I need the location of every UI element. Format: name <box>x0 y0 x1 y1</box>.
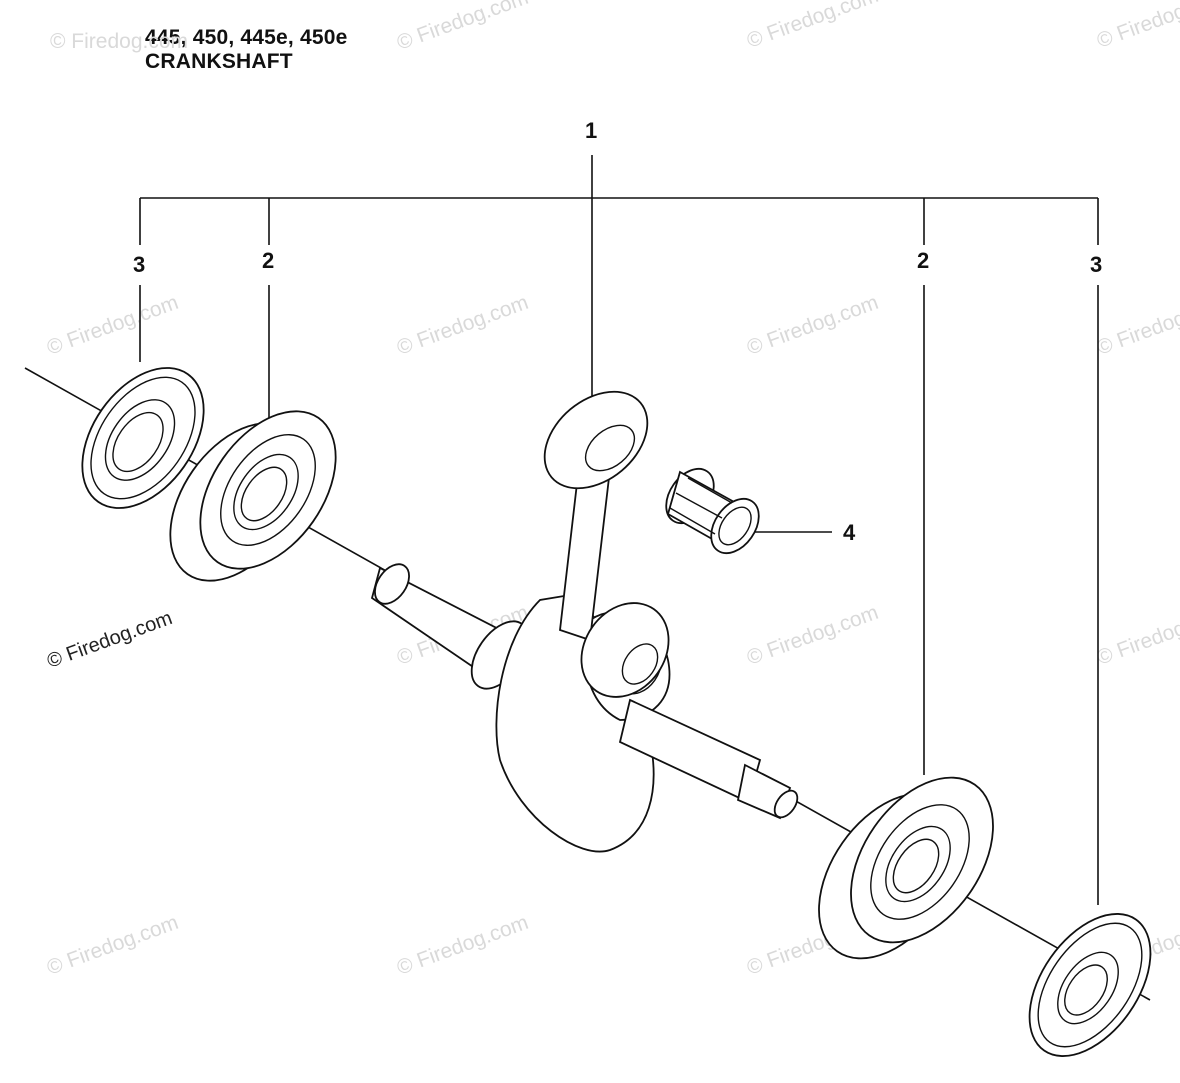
watermark: © Firedog.com <box>744 291 882 360</box>
callout-part-1: 1 <box>585 118 597 143</box>
watermark-dark: © Firedog.com <box>44 607 175 673</box>
watermark: © Firedog.com <box>394 911 532 980</box>
watermark: © Firedog.com <box>1094 601 1180 670</box>
watermark: © Firedog.com <box>394 291 532 360</box>
diagram-title: CRANKSHAFT <box>145 50 293 73</box>
oil-seal-right <box>1028 913 1152 1057</box>
callout-part-2-right: 2 <box>917 248 929 273</box>
connecting-rod <box>543 390 670 698</box>
watermark: © Firedog.com <box>50 30 188 53</box>
callout-part-2-left: 2 <box>262 248 274 273</box>
callout-labels: 1 3 2 2 3 4 <box>133 118 1102 545</box>
needle-bearing <box>665 467 760 555</box>
watermark: © Firedog.com <box>744 0 882 53</box>
watermark: © Firedog.com <box>394 0 532 55</box>
watermark: © Firedog.com <box>1094 0 1180 53</box>
leader-lines <box>139 155 1099 905</box>
watermark: © Firedog.com <box>44 911 182 980</box>
watermark: © Firedog.com <box>744 601 882 670</box>
callout-part-4: 4 <box>843 520 856 545</box>
callout-part-3-left: 3 <box>133 252 145 277</box>
watermark: © Firedog.com <box>44 291 182 360</box>
oil-seal-left <box>81 367 205 509</box>
watermark: © Firedog.com <box>1094 291 1180 360</box>
callout-part-3-right: 3 <box>1090 252 1102 277</box>
ball-bearing-right <box>818 776 994 960</box>
model-list: 445, 450, 445e, 450e <box>145 26 348 49</box>
ball-bearing-left <box>169 410 337 582</box>
